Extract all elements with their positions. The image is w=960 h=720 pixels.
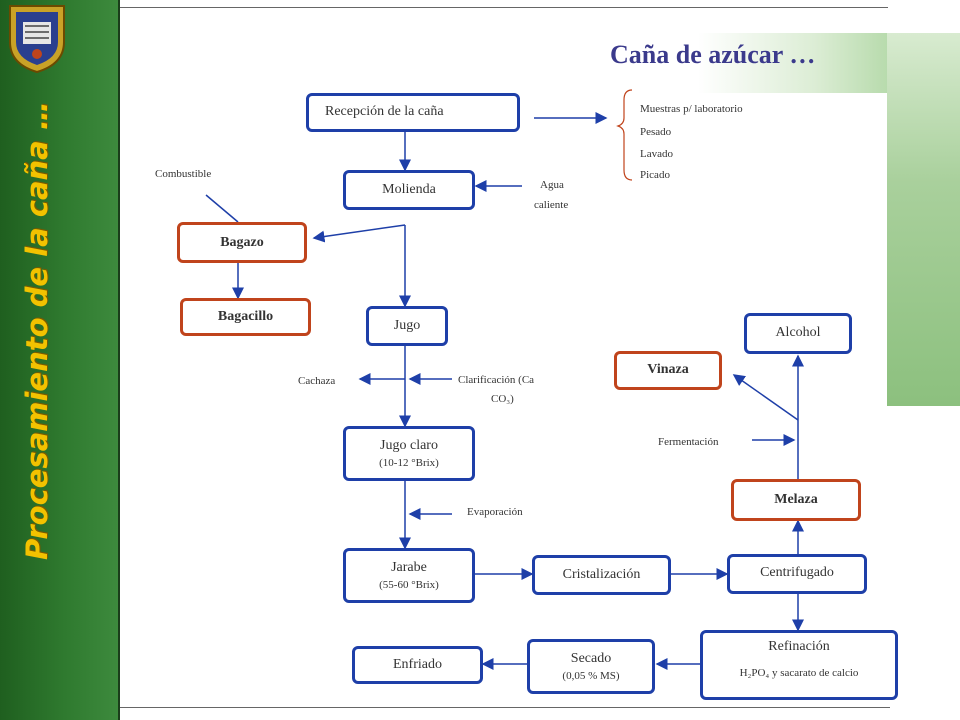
title-banner bbox=[596, 33, 887, 93]
node-bagacillo-label: Bagacillo bbox=[217, 309, 274, 324]
reception-step-3: Lavado bbox=[640, 148, 673, 160]
label-evaporacion: Evaporación bbox=[467, 506, 523, 518]
node-secado-ms: (0,05 % MS) bbox=[562, 670, 620, 682]
node-bagazo: Bagazo bbox=[177, 222, 307, 263]
node-molienda: Molienda bbox=[343, 170, 475, 210]
top-divider bbox=[120, 7, 888, 8]
node-secado: Secado (0,05 % MS) bbox=[527, 639, 655, 694]
reception-step-2: Pesado bbox=[640, 126, 672, 138]
node-jugo-claro-brix: (10-12 °Brix) bbox=[379, 457, 439, 469]
decor-green-panel bbox=[887, 33, 960, 406]
reception-step-1: Muestras p/ laboratorio bbox=[640, 103, 743, 115]
bottom-divider bbox=[120, 707, 890, 708]
label-cachaza: Cachaza bbox=[298, 375, 336, 387]
arrow-molienda-bagazo bbox=[312, 224, 406, 243]
reception-step-4: Picado bbox=[640, 169, 670, 181]
label-fermentacion: Fermentación bbox=[658, 436, 719, 448]
node-enfriado-label: Enfriado bbox=[393, 657, 442, 672]
node-jarabe: Jarabe (55-60 °Brix) bbox=[343, 548, 475, 603]
node-alcohol-label: Alcohol bbox=[775, 325, 821, 340]
node-recepcion: Recepción de la caña bbox=[306, 93, 520, 132]
node-vinaza: Vinaza bbox=[614, 351, 722, 390]
page-title: Caña de azúcar … bbox=[610, 40, 816, 69]
node-jarabe-label: Jarabe bbox=[391, 560, 427, 575]
node-jarabe-brix: (55-60 °Brix) bbox=[379, 579, 439, 591]
node-vinaza-label: Vinaza bbox=[647, 362, 689, 377]
node-recepcion-label: Recepción de la caña bbox=[325, 104, 444, 119]
node-melaza: Melaza bbox=[731, 479, 861, 521]
node-refinacion: Refinación H₂PO₄ y sacarato de calcio bbox=[700, 630, 898, 700]
node-bagazo-label: Bagazo bbox=[220, 235, 264, 250]
node-melaza-label: Melaza bbox=[774, 492, 818, 507]
label-caliente: caliente bbox=[534, 199, 569, 211]
node-centrifugado: Centrifugado bbox=[727, 554, 867, 594]
sidebar: Procesamiento de la caña … bbox=[0, 0, 120, 720]
node-cristalizacion: Cristalización bbox=[532, 555, 671, 595]
node-molienda-label: Molienda bbox=[382, 182, 436, 197]
line-bagazo-combustible bbox=[205, 194, 239, 223]
node-jugo-claro: Jugo claro (10-12 °Brix) bbox=[343, 426, 475, 481]
node-jugo-claro-label: Jugo claro bbox=[380, 438, 438, 453]
node-refinacion-label: Refinación bbox=[768, 639, 830, 654]
node-refinacion-reagents: H₂PO₄ y sacarato de calcio bbox=[739, 667, 859, 679]
reception-steps-brace bbox=[616, 89, 633, 181]
node-enfriado: Enfriado bbox=[352, 646, 483, 684]
label-clarificacion-1: Clarificación (Ca bbox=[458, 374, 535, 386]
label-agua: Agua bbox=[540, 179, 564, 191]
arrow-to-vinaza bbox=[732, 374, 799, 421]
node-cristalizacion-label: Cristalización bbox=[562, 567, 641, 582]
university-seal-icon bbox=[9, 5, 65, 74]
node-bagacillo: Bagacillo bbox=[180, 298, 311, 336]
node-centrifugado-label: Centrifugado bbox=[760, 565, 834, 580]
node-secado-label: Secado bbox=[570, 651, 612, 666]
node-alcohol: Alcohol bbox=[744, 313, 852, 354]
label-clarificacion-2: CO₃) bbox=[491, 393, 514, 405]
node-jugo: Jugo bbox=[366, 306, 448, 346]
node-jugo-label: Jugo bbox=[393, 318, 421, 333]
label-combustible: Combustible bbox=[155, 168, 212, 180]
